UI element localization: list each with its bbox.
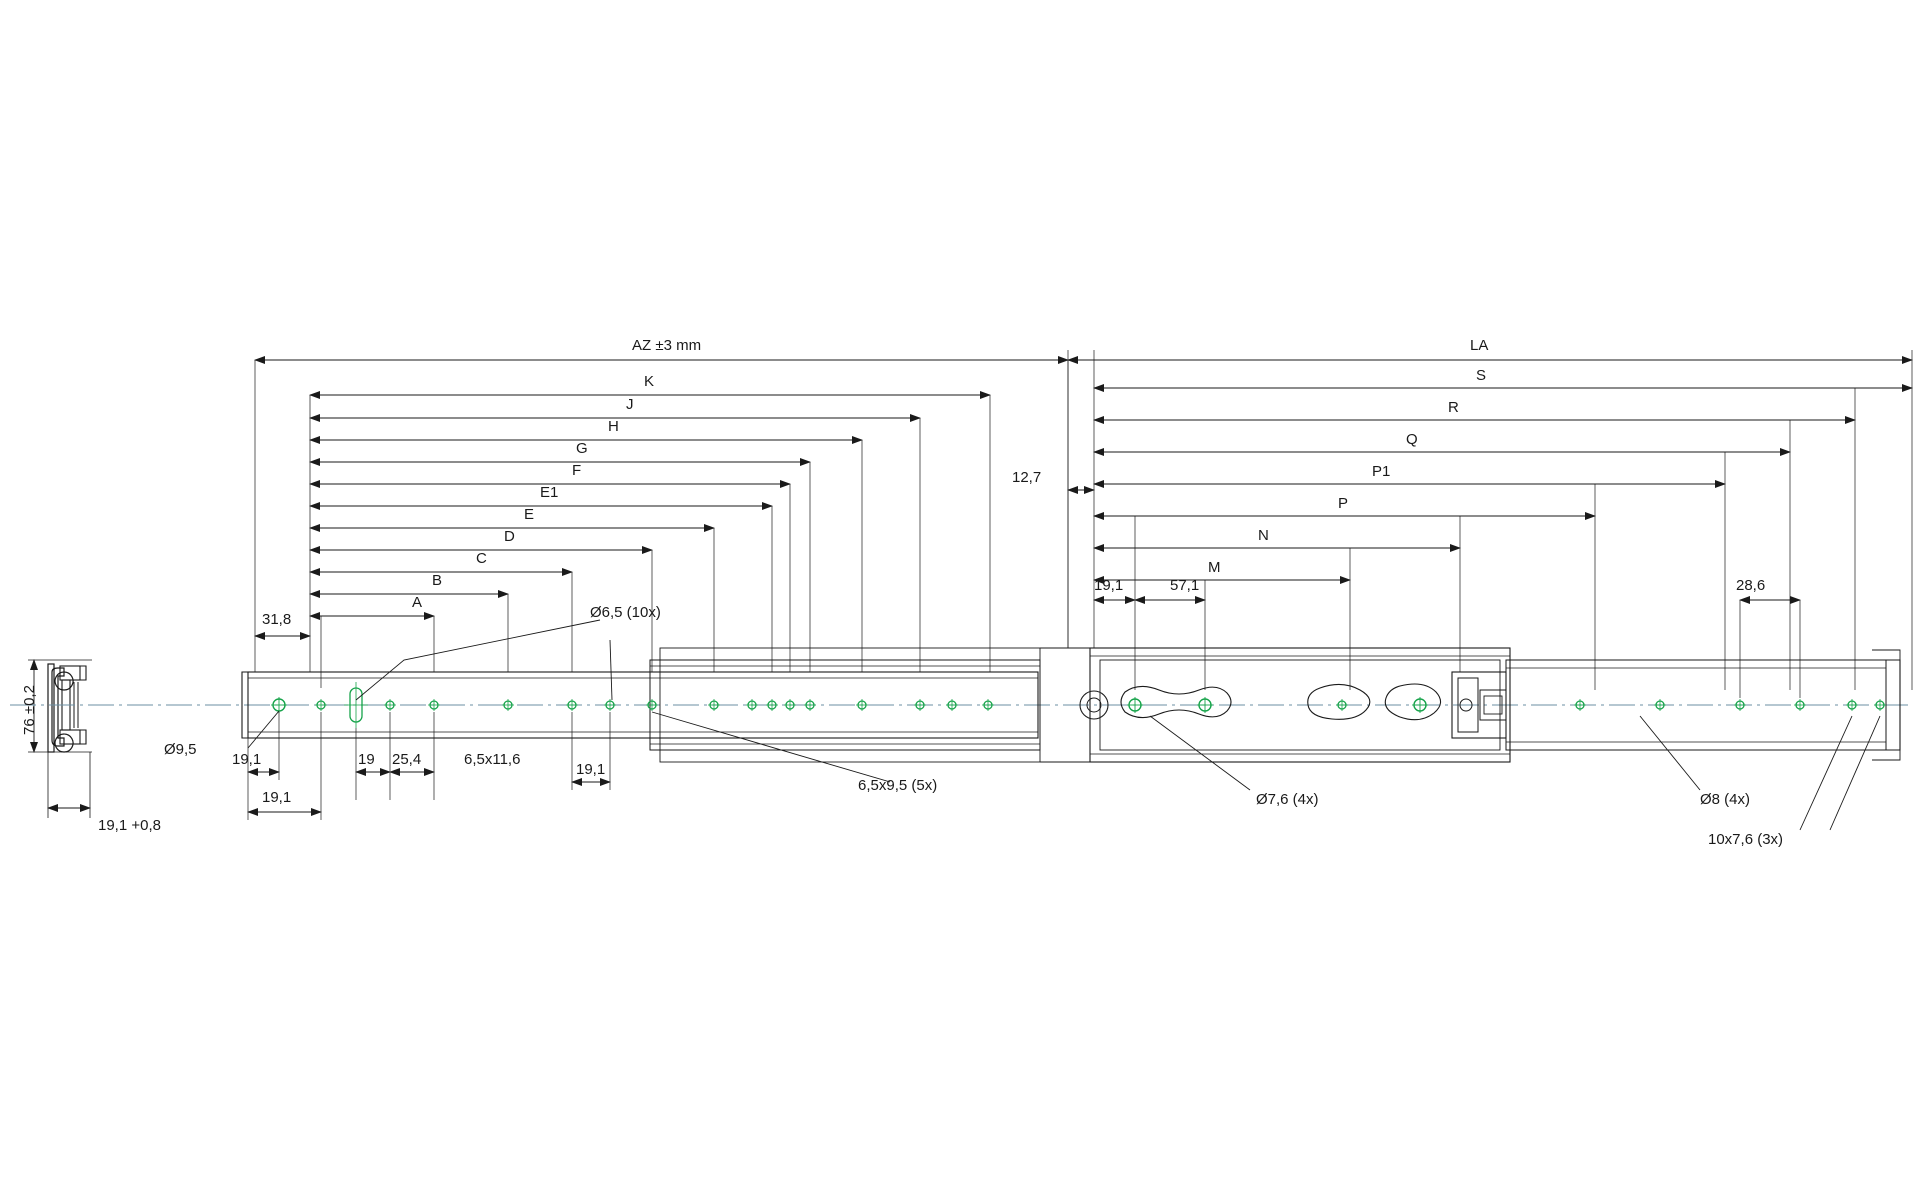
dim-19: 19	[358, 751, 375, 768]
dim-label-G: G	[576, 440, 588, 457]
dim-label-C: C	[476, 550, 487, 567]
right-leader-lines	[1149, 715, 1881, 831]
callout-6-5x9-5: 6,5x9,5 (5x)	[858, 777, 938, 794]
callout-9-5: Ø9,5	[164, 741, 197, 758]
dim-12-7: 12,7	[1012, 469, 1042, 486]
dim-label-S: S	[1476, 367, 1487, 384]
dim-label-R: R	[1448, 399, 1459, 416]
dim-label-LA: LA	[1470, 337, 1489, 354]
dim-label-K: K	[644, 373, 655, 390]
dim-label-AZ: AZ ±3 mm	[632, 337, 702, 354]
left-leader-lines	[247, 619, 891, 783]
callout-6-5-10x: Ø6,5 (10x)	[590, 604, 661, 621]
dim-label-E: E	[524, 506, 535, 523]
dim-label-A: A	[412, 594, 423, 611]
dim-19-1-c: 19,1	[576, 761, 606, 778]
callout-6-5x11-6: 6,5x11,6	[464, 751, 521, 768]
callout-10x7-6: 10x7,6 (3x)	[1708, 831, 1784, 848]
dim-19-1-b: 19,1	[262, 789, 292, 806]
dim-label-P: P	[1338, 495, 1349, 512]
dim-25-4: 25,4	[392, 751, 422, 768]
dim-label-E1: E1	[540, 484, 559, 501]
dim-label-P1: P1	[1372, 463, 1391, 480]
cross-section-view	[28, 659, 92, 818]
left-dimension-chain	[254, 356, 1069, 688]
right-rail-holes	[1079, 683, 1887, 721]
left-rail-holes	[270, 682, 995, 728]
cross-section-width-label: 19,1 +0,8	[98, 817, 161, 834]
dim-label-Q: Q	[1406, 431, 1418, 448]
dim-label-M: M	[1208, 559, 1221, 576]
dim-31-8: 31,8	[262, 611, 292, 628]
callout-7-6: Ø7,6 (4x)	[1256, 791, 1319, 808]
callout-8: Ø8 (4x)	[1700, 791, 1751, 808]
dim-label-J: J	[626, 396, 634, 413]
dim-28-6: 28,6	[1736, 577, 1766, 594]
dim-57-1: 57,1	[1170, 577, 1200, 594]
left-lower-dimensions	[247, 712, 611, 820]
dim-label-H: H	[608, 418, 619, 435]
dim-label-F: F	[572, 462, 582, 479]
cross-section-height-label: 76 ±0,2	[21, 685, 38, 735]
dim-19-1-a: 19,1	[232, 751, 262, 768]
dim-label-D: D	[504, 528, 515, 545]
right-dimension-chain	[1067, 350, 1913, 698]
dim-label-B: B	[432, 572, 443, 589]
dim-label-N: N	[1258, 527, 1269, 544]
slot-6-5x11-6	[344, 682, 368, 728]
dim-19-1-d: 19,1	[1094, 577, 1124, 594]
